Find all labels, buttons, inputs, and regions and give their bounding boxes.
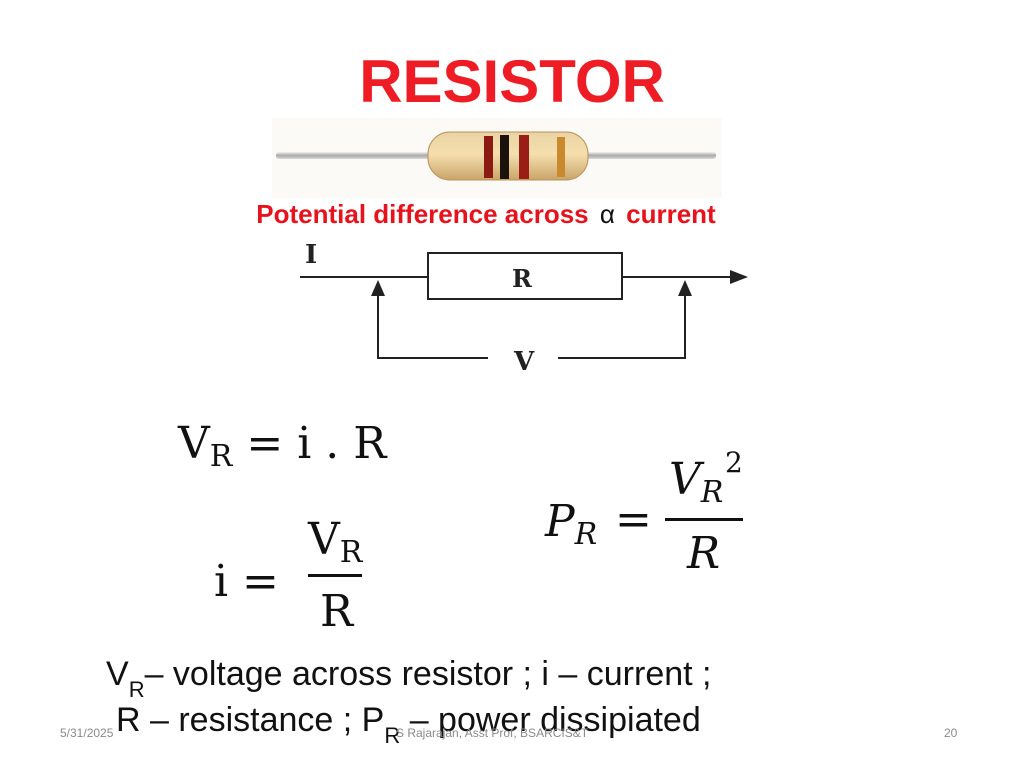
power-p-subscript: R <box>574 517 598 552</box>
resistor-photo <box>272 118 722 198</box>
ohm-law-equation: VR = i . R <box>178 418 386 483</box>
current-num-subscript: R <box>339 535 363 570</box>
power-denominator: R <box>687 528 721 579</box>
current-lhs: i = <box>214 556 279 607</box>
ohm-rhs: = i . R <box>246 418 387 469</box>
caption-proportionality: Potential difference across α current <box>0 196 972 232</box>
caption-part1: Potential difference across <box>256 199 589 229</box>
current-numerator: VR <box>308 514 362 579</box>
legend-vr: V <box>106 655 129 693</box>
power-numerator: VR <box>669 454 723 519</box>
footer-date: 5/31/2025 <box>60 726 114 740</box>
proportional-symbol: α <box>599 199 615 229</box>
ohm-v-subscript: R <box>209 439 233 474</box>
footer-page-number: 20 <box>944 726 958 740</box>
power-equation: PR = VR 2 R <box>545 446 765 581</box>
current-fraction-bar <box>308 574 362 577</box>
power-p: P <box>545 496 575 547</box>
power-equals: = <box>615 494 652 545</box>
legend-line1-text: – voltage across resistor ; i – current … <box>144 655 712 693</box>
power-num-exponent: 2 <box>725 446 743 479</box>
power-num-subscript: R <box>700 475 724 510</box>
legend-vr-subscript: R <box>128 677 145 702</box>
power-num-v: V <box>669 454 701 505</box>
voltage-label: V <box>513 347 535 377</box>
legend-line-1: VR– voltage across resistor ; i – curren… <box>106 654 711 710</box>
power-lhs: PR <box>545 496 597 561</box>
caption-part2: current <box>626 199 716 229</box>
current-equation: i = VR R <box>210 508 380 638</box>
current-denominator: R <box>320 586 354 637</box>
power-fraction-bar <box>665 518 743 521</box>
footer-author: S Rajarajan, Asst Prof, BSARCIS&T <box>396 726 589 740</box>
current-num-v: V <box>308 514 340 565</box>
circuit-diagram: I R V <box>300 240 748 377</box>
resistor-label: R <box>512 264 533 293</box>
legend-line2-text-b: – power dissipiated <box>409 701 701 739</box>
legend-line2-text-a: R – resistance ; P <box>116 701 385 739</box>
legend-pr-subscript: R <box>384 723 401 748</box>
ohm-v: V <box>178 418 210 469</box>
slide-title: RESISTOR <box>359 48 665 115</box>
current-label: I <box>305 240 317 270</box>
legend-line-2: R – resistance ; PR – power dissipiated <box>116 700 701 756</box>
